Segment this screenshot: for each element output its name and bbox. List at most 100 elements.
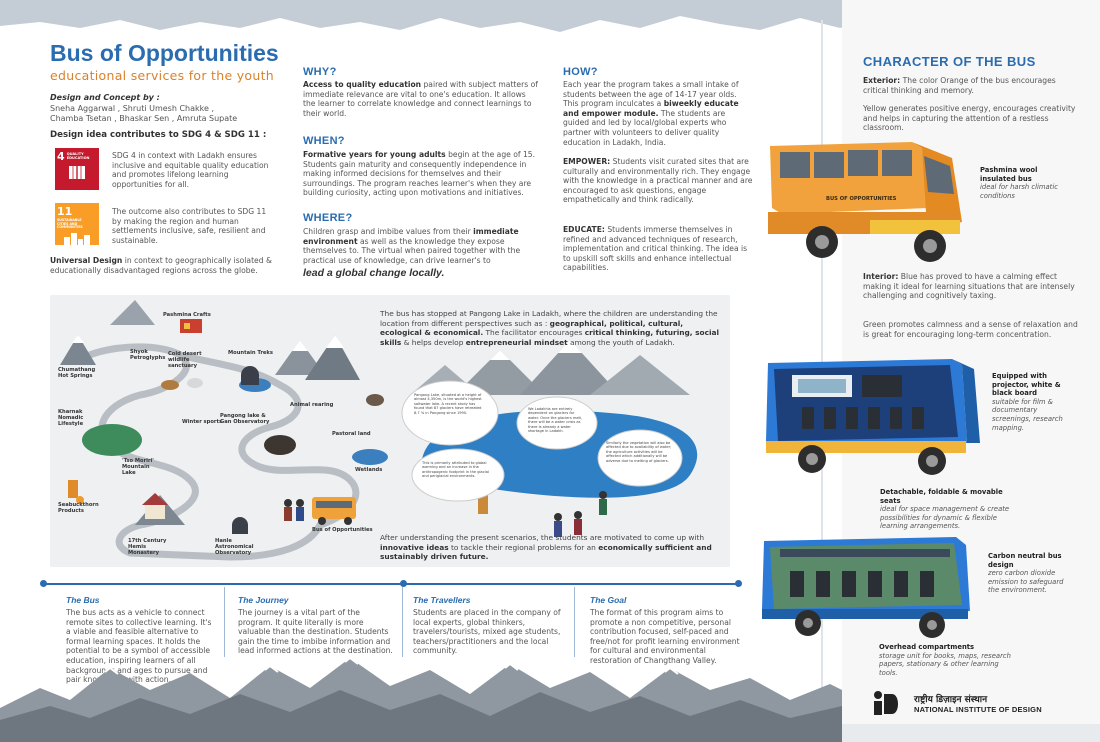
label-bus: Bus of Opportunities [312,527,373,533]
map-outro-bold-2: economically sufficient and sustainably … [380,542,712,562]
bubble-pangong: Pangong Lake, situated at a height of al… [414,393,482,415]
sdg-heading: Design idea contributes to SDG 4 & SDG 1… [50,130,267,140]
map-intro-4: among the youth of Ladakh. [567,337,675,347]
orange-bus-illustration [768,142,962,262]
mountains-left [60,300,360,525]
interior-bold: Interior: [863,272,899,281]
label-animal-rearing: Animal rearing [290,402,334,408]
map-intro-bold-2: critical thinking, futuring, social skil… [380,328,720,347]
when-heading: WHEN? [303,135,345,147]
how-text: Each year the program takes a small inta… [563,80,753,147]
label-hanle: Hanle Astronomical Observatory [215,538,254,556]
how-body-1: Each year the program takes a small inta… [563,80,739,109]
label-pashmina: Pashmina Crafts [163,312,211,318]
map-intro-3: & helps develop [401,337,466,347]
blue-bus-cutaway-projector [766,359,980,475]
sdg11-tag: SUSTAINABLE CITIES AND COMMUNITIES [57,218,83,230]
label-wetlands: Wetlands [355,467,383,473]
label-mountain-treks: Mountain Treks [228,350,273,356]
timeline-title: The Bus [66,595,100,605]
timeline-separator [402,587,403,657]
label-shyok: Shyok Petroglyphs [130,349,166,361]
universal-design: Universal Design in context to geographi… [50,256,280,276]
educate-bold: EDUCATE: [563,225,605,234]
label-chumathang: Chumathang Hot Springs [58,367,96,379]
sdg4-number: 4 [57,150,65,163]
design-label: Design and Concept by : [50,93,160,102]
designers-line-1: Sneha Aggarwal , Shruti Umesh Chakke , [50,104,215,113]
sdg4-tag: QUALITY EDUCATION [66,152,90,160]
when-body: begin at the age of 15. Students gain ma… [303,150,536,198]
journey-map: Pashmina Crafts Shyok Petroglyphs Chumat… [50,295,730,567]
map-outro-1: After understanding the present scenario… [380,533,705,542]
city-icon [64,232,90,247]
empower-bold: EMPOWER: [563,157,611,166]
timeline-card-travellers: The Travellers Students are placed in th… [413,595,563,656]
educate-body: Students immerse themselves in refined a… [563,225,748,273]
timeline-title: The Travellers [413,595,471,605]
universal-design-text: in context to geographically isolated & … [50,256,272,275]
poster-title: Bus of Opportunities [50,40,279,66]
when-text: Formative years for young adults begin a… [303,150,538,198]
timeline-dot [400,580,407,587]
sdg11-badge: 11 SUSTAINABLE CITIES AND COMMUNITIES [55,203,99,247]
interior-body: Blue has proved to have a calming effect… [863,272,1075,301]
carbon-bold: Carbon neutral bus design [988,552,1062,569]
timeline-title: The Goal [590,595,627,605]
pashmina-bold: Pashmina wool insulated bus [980,166,1038,183]
label-hemis: 17th Century Hemis Monastery [128,538,167,556]
map-outro: After understanding the present scenario… [380,533,725,562]
map-outro-bold-1: innovative ideas [380,542,449,552]
map-intro-bold-3: entrepreneurial mindset [465,337,568,347]
sdg11-number: 11 [57,205,73,218]
where-body-2: as well as the knowledge they expose the… [303,236,521,265]
overhead-italic: storage unit for books, maps, research p… [879,651,1011,677]
timeline-text: The journey is a vital part of the progr… [238,608,393,656]
overhead-bold: Overhead compartments [879,643,975,651]
empower-body: Students visit curated sites that are cu… [563,157,753,205]
projector-bold: Equipped with projector, white & black b… [992,372,1061,398]
timeline-dot [735,580,742,587]
label-pastoral-land: Pastoral land [332,431,371,437]
journey-map-illustration [60,300,698,561]
bubble-glaciers: We Ladakhis are entirely dependent on gl… [528,407,583,434]
label-kharnak: Kharnak Nomadic Lifestyle [58,409,84,427]
timeline-separator [224,587,225,657]
when-bold: Formative years for young adults [303,150,446,159]
how-bold: biweekly educate and empower module. [563,99,739,118]
mountain-strip-bottom [0,656,1100,742]
timeline-line [42,583,740,585]
label-cold-desert: Cold desert wildlife sanctuary [168,351,202,369]
map-intro-2: The facilitator encourages [483,328,585,338]
why-text: Access to quality education paired with … [303,80,538,118]
sdg11-text: The outcome also contributes to SDG 11 b… [112,207,267,245]
educate-text: EDUCATE: Students immerse themselves in … [563,225,753,273]
where-body-1: Children grasp and imbibe values from th… [303,227,474,236]
sdg4-badge: 4 QUALITY EDUCATION [55,148,99,190]
pashmina-italic: ideal for harsh climatic conditions [980,183,1058,200]
empower-text: EMPOWER: Students visit curated sites th… [563,157,753,205]
timeline-card-journey: The Journey The journey is a vital part … [238,595,396,656]
timeline-dot [40,580,47,587]
how-body-2: The students are guided and led by local… [563,108,727,147]
projector-annotation: Equipped with projector, white & black b… [992,372,1072,432]
interior-text: Interior: Blue has proved to have a calm… [863,272,1078,301]
timeline-text: Students are placed in the company of lo… [413,608,561,656]
sdg4-text: SDG 4 in context with Ladakh ensures inc… [112,151,269,189]
exterior-text: Exterior: The color Orange of the bus en… [863,76,1078,95]
label-winter-sports: Winter sports [182,419,223,425]
character-heading: CHARACTER OF THE BUS [863,54,1036,69]
timeline-text: The format of this program aims to promo… [590,608,740,665]
timeline-card-goal: The Goal The format of this program aims… [590,595,740,666]
seats-italic: ideal for space management & create poss… [880,505,1010,531]
where-bold: immediate environment [303,227,519,246]
map-outro-2: to tackle their regional problems for an [448,542,599,552]
where-heading: WHERE? [303,212,353,224]
where-emphasis: lead a global change locally. [303,267,445,279]
why-body: paired with subject matters of immediate… [303,80,538,118]
